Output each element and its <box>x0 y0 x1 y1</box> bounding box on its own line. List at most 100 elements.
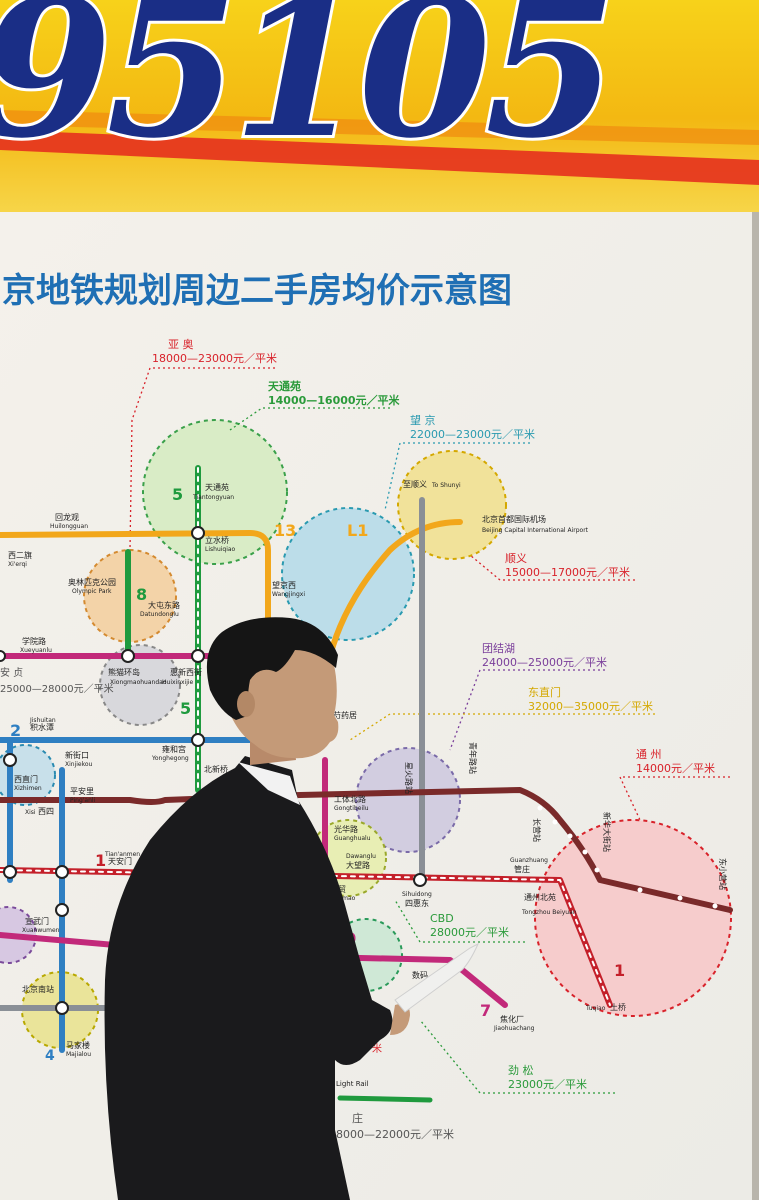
line-light-rail <box>337 1095 433 1103</box>
station-cn: 数码 <box>412 970 428 980</box>
station-cn-vertical: 青年路站 <box>468 742 478 774</box>
price-area-label: 劲 松 <box>508 1063 534 1077</box>
station-en: Yonghegong <box>151 755 189 762</box>
station-en: Majialou <box>66 1051 91 1058</box>
station-cn: 熊猫环岛 <box>108 667 140 677</box>
price-area-label: 安 贞 <box>0 666 23 679</box>
price-labels: 亚 奥 18000—23000元／平米 天通苑 14000—16000元／平米 … <box>0 337 715 1141</box>
station-en: Ping'anli <box>70 797 96 804</box>
station-cn: 雍和宫 <box>162 744 186 754</box>
area-circle-tiantongyuan <box>142 419 288 565</box>
price-value: 28000元／平米 <box>430 926 509 939</box>
area-circle-tuanjiehu <box>355 747 461 853</box>
station-cn: 工体北路 <box>334 794 366 804</box>
line-L1 <box>327 519 463 659</box>
shirt-collar <box>238 762 300 805</box>
station-en: Xizhimen <box>14 785 42 792</box>
station-cn: 管庄 <box>514 864 530 874</box>
station-cn: 天通苑 <box>205 482 229 492</box>
station-en: Huilongguan <box>50 523 88 530</box>
paper-sheet <box>394 942 480 1013</box>
partial-label: 米 <box>372 1042 382 1055</box>
price-area-label: 顺义 <box>505 552 527 565</box>
price-value: 15000—17000元／平米 <box>505 566 630 579</box>
price-value: 32000—35000元／平米 <box>528 700 653 713</box>
station-en: Xueyuanlu <box>20 647 52 654</box>
station-cn: 至顺义 <box>403 480 427 489</box>
price-value: 14000—16000元／平米 <box>268 393 401 407</box>
station-cn: 芍药居 <box>333 710 357 720</box>
line-number: 5 <box>172 485 183 504</box>
station-en: Sihuidong <box>402 891 432 898</box>
station-cn: 四惠东 <box>405 898 429 908</box>
station-cn: 北京首都国际机场 <box>482 514 546 524</box>
station-en: Jiaohuachang <box>493 1025 535 1032</box>
line-number: 7 <box>480 1001 491 1020</box>
station-cn: 惠新西街 <box>170 667 202 677</box>
station-cn-vertical: 东小营站 <box>718 858 728 890</box>
light-rail-label: Light Rail <box>336 1080 369 1088</box>
station-en: Dawanglu <box>346 853 376 860</box>
banner-background <box>0 0 759 215</box>
station-cn: 望京西 <box>272 580 296 590</box>
station-cn: 焦化厂 <box>500 1014 524 1024</box>
price-value: 24000—25000元／平米 <box>482 656 607 669</box>
station-en: Gongtibeilu <box>334 805 369 812</box>
line-number: 5 <box>180 699 191 718</box>
area-circle-shunyi <box>397 450 507 560</box>
station-cn: 大望路 <box>346 860 370 870</box>
price-area-label: 望 京 <box>410 413 436 427</box>
board-edge <box>752 212 759 1200</box>
station-en: Beijing Capital International Airport <box>482 527 589 534</box>
price-value: 18000—23000元／平米 <box>152 352 277 365</box>
price-value: 8000—22000元／平米 <box>336 1128 454 1141</box>
station-en: Jishuitan <box>29 717 56 724</box>
station-cn: 北京南站 <box>22 984 54 994</box>
station-en: Tongzhou Beiyuan <box>521 909 577 916</box>
station-en: Tian'anmen <box>104 851 140 858</box>
price-area-label: CBD <box>430 912 454 925</box>
station-labels: 回龙观 Huilongguan 西二旗 Xi'erqi 天通苑 Tiantong… <box>8 480 728 1088</box>
station-cn-vertical: 星火路站 <box>404 762 414 794</box>
ear <box>237 691 255 717</box>
price-area-label: 团结湖 <box>482 642 515 655</box>
price-value: 22000—23000元／平米 <box>410 428 535 441</box>
station-en: Xisi <box>25 809 36 816</box>
price-area-label: 天通苑 <box>268 379 301 393</box>
price-value: 14000元／平米 <box>636 762 715 775</box>
station-cn: 奥林匹克公园 <box>68 577 116 587</box>
station-cn: 回龙观 <box>55 512 79 522</box>
station-cn: 马家楼 <box>66 1040 90 1050</box>
price-area-label: 东直门 <box>528 685 561 699</box>
price-value: 23000元／平米 <box>508 1078 587 1091</box>
station-cn: 学院路 <box>22 636 46 646</box>
line-number: L1 <box>347 521 368 540</box>
station-cn: 新街口 <box>65 750 89 760</box>
station-cn: 积水潭 <box>30 722 54 732</box>
leader-lines <box>129 367 730 1094</box>
line-13 <box>0 530 271 628</box>
station-en: Wangjingxi <box>272 591 305 598</box>
station-cn: 土桥 <box>610 1002 626 1012</box>
station-en: Datundonglu <box>140 611 179 618</box>
station-en: Xinjiekou <box>65 761 93 768</box>
area-circle-anzhen <box>99 644 181 726</box>
line-1-dash <box>0 869 611 1006</box>
station-cn: 北新桥 <box>204 764 228 774</box>
map-title: 京地铁规划周边二手房均价示意图 <box>2 271 512 311</box>
station-en: Xuanwumen <box>22 927 60 934</box>
station-cn: 平安里 <box>70 786 94 796</box>
station-en: Tuqiao <box>585 1005 606 1012</box>
station-cn: 西二旗 <box>8 550 32 560</box>
price-area-label: 通 州 <box>636 748 662 761</box>
station-en: Olympic Park <box>72 588 112 595</box>
price-area-label: 亚 奥 <box>168 337 194 351</box>
price-value: 25000—28000元／平米 <box>0 682 114 695</box>
station-cn: 立水桥 <box>205 535 229 545</box>
station-cn: 通州北苑 <box>524 892 556 902</box>
price-area-label: 庄 <box>352 1111 363 1125</box>
suit-body <box>104 756 393 1200</box>
area-circle-tongzhou <box>534 819 732 1017</box>
banner-red-stripe <box>0 130 759 185</box>
